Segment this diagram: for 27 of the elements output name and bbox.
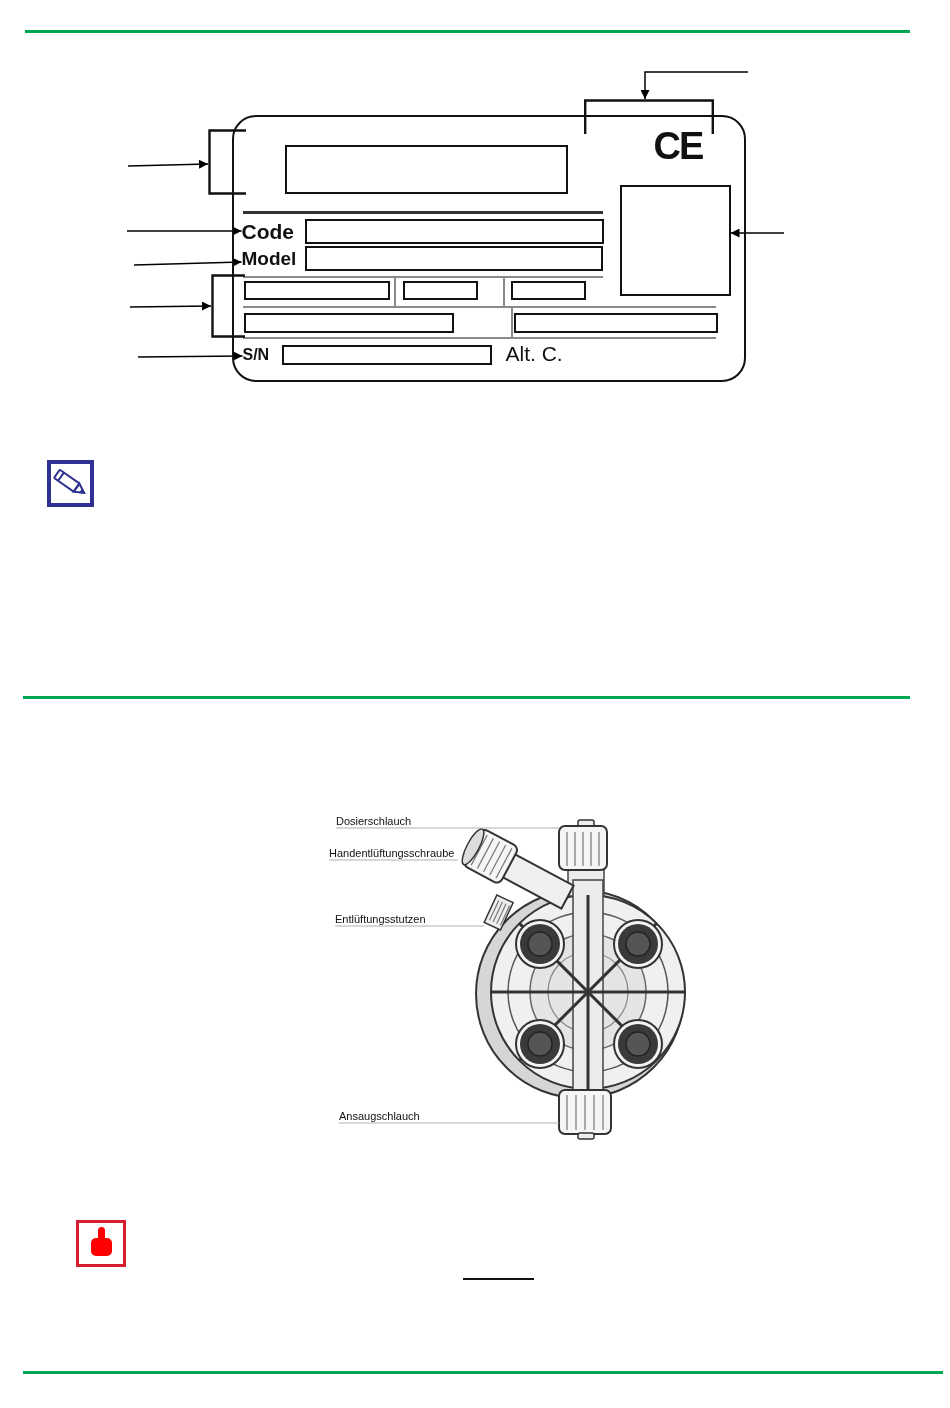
leader-line	[328, 859, 459, 861]
arrow	[129, 301, 212, 311]
revision-label: Alt. C.	[505, 341, 563, 366]
arrow	[133, 257, 243, 267]
blank-field	[619, 184, 731, 296]
field-label: Model	[241, 247, 297, 270]
hose-fitting	[558, 1089, 612, 1140]
bracket	[584, 99, 714, 134]
arrow	[126, 226, 243, 236]
bracket	[208, 129, 246, 195]
part-label: Dosierschlauch	[336, 814, 412, 828]
hose-fitting	[558, 819, 608, 871]
arrow	[127, 159, 209, 169]
part-label: Ansaugschlauch	[339, 1109, 420, 1123]
nameplate	[232, 115, 746, 382]
field-label: Code	[241, 219, 294, 244]
leader-line	[338, 1122, 560, 1124]
ce-mark: CE	[653, 125, 703, 166]
arrow	[640, 71, 749, 100]
part-label: Entlüftungsstutzen	[335, 912, 426, 926]
bracket	[211, 274, 245, 338]
arrow	[137, 351, 244, 361]
arrow	[729, 228, 785, 238]
leader-line	[334, 925, 485, 927]
part-label: Handentlüftungsschraube	[329, 846, 455, 860]
field-label: S/N	[242, 344, 270, 365]
leader-line	[335, 827, 560, 829]
